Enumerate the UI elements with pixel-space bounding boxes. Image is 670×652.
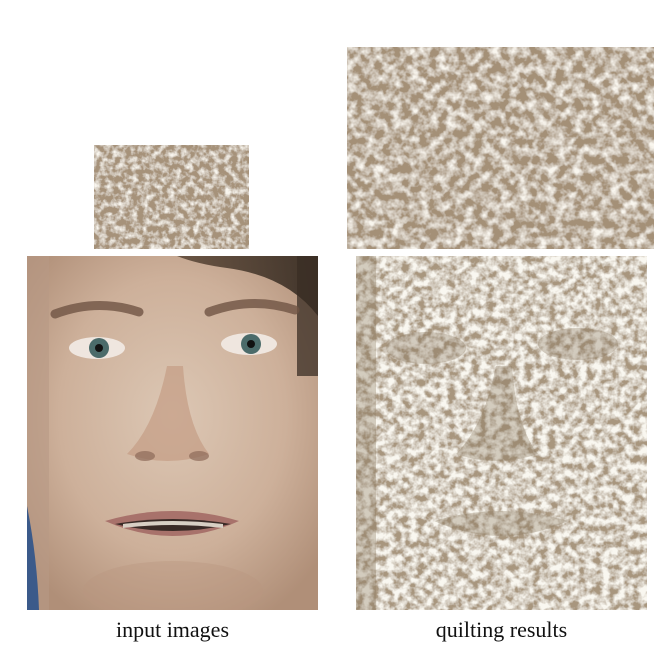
caption-quilting-results: quilting results xyxy=(435,617,568,642)
quilted-face-image xyxy=(356,256,647,610)
input-face-image xyxy=(27,256,318,610)
input-texture-image xyxy=(94,145,249,249)
caption-input-images: input images xyxy=(115,617,230,642)
quilted-texture-image xyxy=(347,47,654,249)
